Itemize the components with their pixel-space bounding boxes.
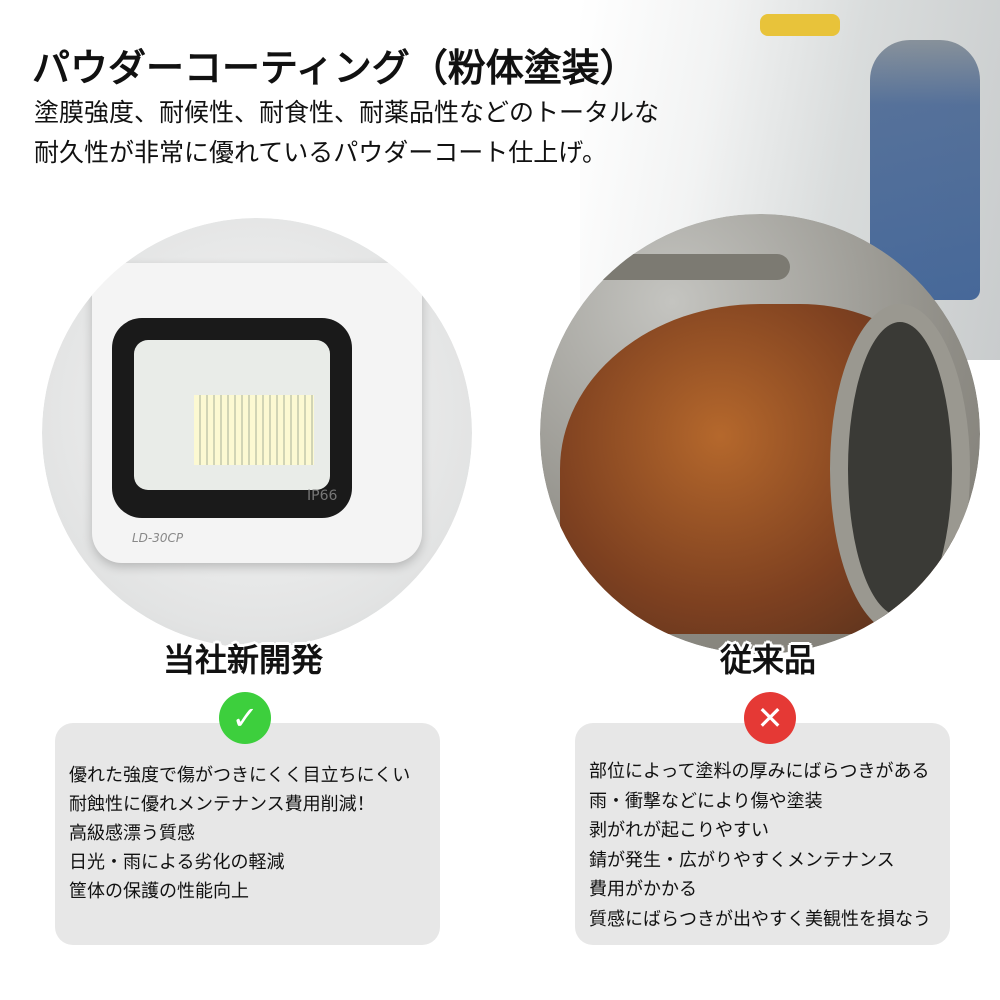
ip-rating: IP66 <box>307 488 338 504</box>
benefit-item: 日光・雨による劣化の軽減 <box>69 852 285 873</box>
subtitle-line: 耐久性が非常に優れているパウダーコート仕上げ。 <box>34 138 608 167</box>
benefit-item: 耐蝕性に優れメンテナンス費用削減！ <box>69 794 375 815</box>
drawback-item: 部位によって塗料の厚みにばらつきがある <box>589 761 930 782</box>
model-number: LD-30CP <box>132 531 184 545</box>
floodlight-image: IP66 LD-30CP <box>92 263 422 563</box>
led-panel <box>134 340 330 490</box>
conventional-product-photo <box>540 214 980 654</box>
led-array <box>194 395 314 465</box>
new-product-label: 当社新開発 <box>163 641 324 679</box>
conventional-drawbacks: 部位によって塗料の厚みにばらつきがある 雨・衝撃などにより傷や塗装 剥がれが起こ… <box>575 723 950 945</box>
drawback-item: 費用がかかる <box>589 879 697 900</box>
check-icon: ✓ <box>219 692 271 744</box>
cross-icon: ✕ <box>744 692 796 744</box>
drawback-item: 雨・衝撃などにより傷や塗装 <box>589 790 823 812</box>
page-title: パウダーコーティング（粉体塗装） <box>32 46 638 90</box>
floodlight-bezel <box>112 318 352 518</box>
new-product-photo: IP66 LD-30CP <box>42 218 472 648</box>
drawback-item: 錆が発生・広がりやすくメンテナンス <box>589 849 895 871</box>
benefit-item: 優れた強度で傷がつきにくく目立ちにくい <box>69 765 411 786</box>
drawback-item: 剥がれが起こりやすい <box>589 820 769 841</box>
new-product-benefits: 優れた強度で傷がつきにくく目立ちにくい 耐蝕性に優れメンテナンス費用削減！ 高級… <box>55 723 440 945</box>
spray-gun <box>760 14 840 36</box>
conventional-label: 従来品 <box>720 641 817 679</box>
benefit-item: 高級感漂う質感 <box>69 823 195 844</box>
pipe-rim <box>830 304 970 634</box>
drawback-item: 質感にばらつきが出やすく美観性を損なう <box>589 908 931 930</box>
subtitle-line: 塗膜強度、耐候性、耐食性、耐薬品性などのトータルな <box>34 98 660 127</box>
benefit-item: 筐体の保護の性能向上 <box>69 881 249 902</box>
rusty-rod <box>540 254 790 280</box>
